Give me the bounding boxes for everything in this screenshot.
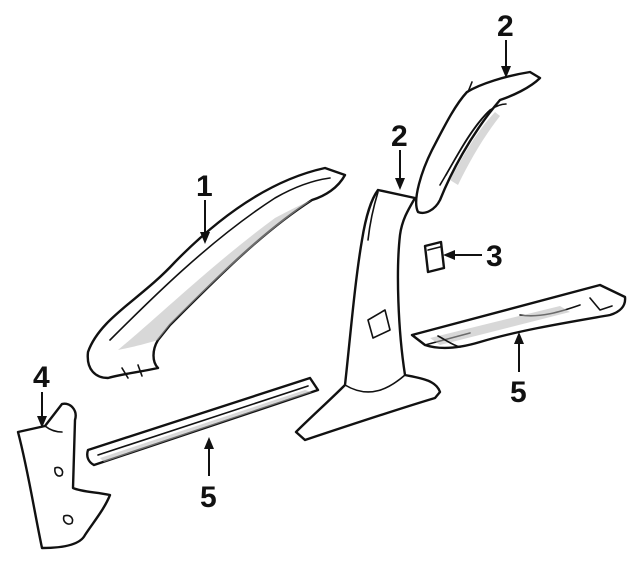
trim-cover-clip (423, 240, 446, 274)
front-scuff-plate (86, 376, 320, 467)
callout-2-upper: 2 (497, 10, 514, 43)
rear-quarter-upper-trim (414, 70, 542, 214)
cowl-side-trim (16, 402, 112, 550)
callout-5-rear: 5 (510, 376, 527, 409)
callout-2-center: 2 (391, 120, 408, 153)
callout-1: 1 (196, 170, 213, 203)
rear-scuff-plate (410, 283, 627, 350)
callout-3: 3 (486, 240, 503, 273)
callout-4: 4 (33, 361, 50, 394)
windshield-pillar-trim (86, 166, 347, 380)
center-pillar-trim (294, 188, 442, 442)
callout-5-front: 5 (200, 481, 217, 514)
leader-lines (37, 40, 524, 476)
